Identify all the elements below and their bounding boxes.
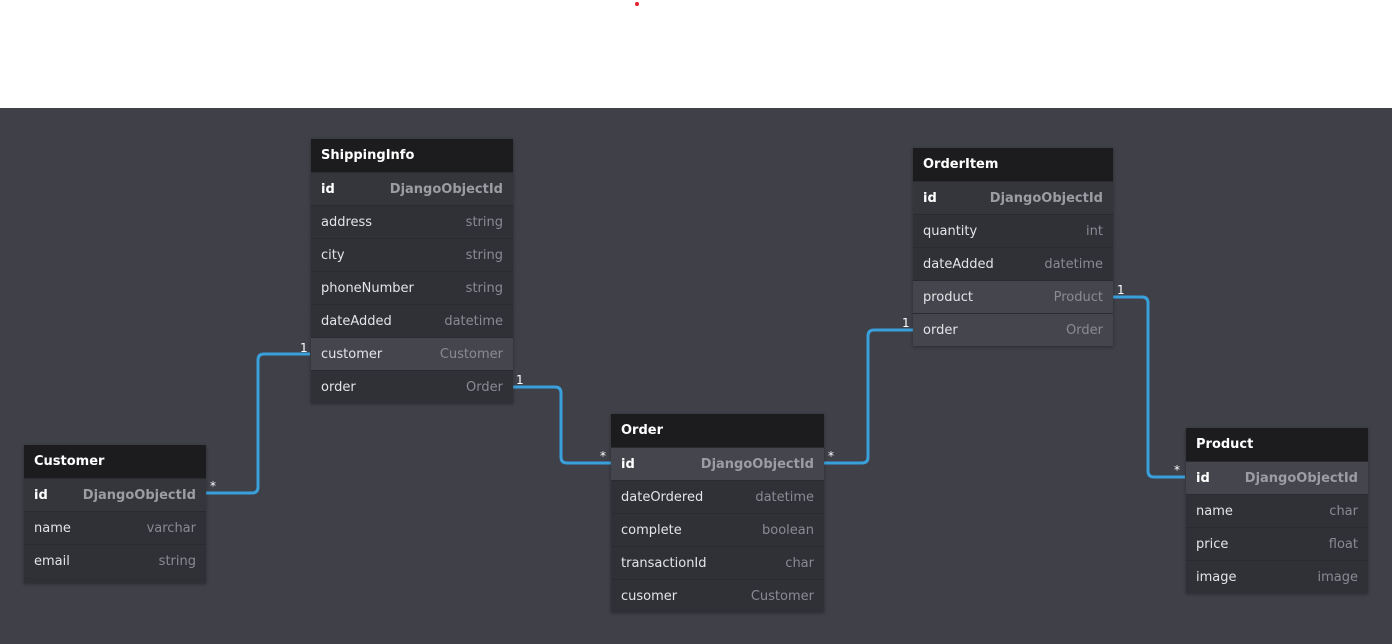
- field-type: boolean: [762, 523, 814, 538]
- field-type: DjangoObjectId: [82, 488, 196, 503]
- field-type: char: [785, 556, 814, 571]
- field-name: dateAdded: [923, 257, 994, 272]
- table-shippinginfo[interactable]: ShippingInfo id DjangoObjectId address str…: [311, 139, 513, 403]
- field-name: id: [923, 191, 937, 206]
- field-name: id: [621, 457, 635, 472]
- field-row-price[interactable]: price float: [1186, 527, 1368, 560]
- field-row-dateadded[interactable]: dateAdded datetime: [913, 247, 1113, 280]
- field-name: phoneNumber: [321, 281, 414, 296]
- field-name: dateAdded: [321, 314, 392, 329]
- field-name: name: [34, 521, 71, 536]
- field-name: id: [321, 182, 335, 197]
- field-row-id[interactable]: id DjangoObjectId: [611, 447, 824, 480]
- relation-orderitem-product: [1113, 295, 1185, 479]
- field-type: image: [1317, 570, 1359, 585]
- field-type: int: [1086, 224, 1103, 239]
- field-type: DjangoObjectId: [1244, 471, 1358, 486]
- field-type: string: [465, 248, 503, 263]
- field-type: DjangoObjectId: [989, 191, 1103, 206]
- field-name: price: [1196, 537, 1229, 552]
- field-row-order[interactable]: order Order: [311, 370, 513, 403]
- field-row-name[interactable]: name char: [1186, 494, 1368, 527]
- field-type: string: [465, 215, 503, 230]
- field-type: DjangoObjectId: [389, 182, 503, 197]
- field-name: cusomer: [621, 589, 678, 604]
- field-type: datetime: [1044, 257, 1103, 272]
- field-name: id: [1196, 471, 1210, 486]
- table-title[interactable]: OrderItem: [913, 148, 1113, 181]
- field-name: customer: [321, 347, 383, 362]
- field-name: name: [1196, 504, 1233, 519]
- field-row-product[interactable]: product Product: [913, 280, 1113, 313]
- field-row-transactionid[interactable]: transactionId char: [611, 546, 824, 579]
- field-name: id: [34, 488, 48, 503]
- cardinality-label: *: [1174, 463, 1180, 477]
- cardinality-label: *: [600, 449, 606, 463]
- field-row-id[interactable]: id DjangoObjectId: [24, 478, 206, 511]
- field-row-id[interactable]: id DjangoObjectId: [311, 172, 513, 205]
- relation-shippinginfo-order: [513, 385, 611, 465]
- field-row-id[interactable]: id DjangoObjectId: [913, 181, 1113, 214]
- field-type: varchar: [146, 521, 196, 536]
- cardinality-label: 1: [902, 316, 910, 330]
- field-name: email: [34, 554, 70, 569]
- table-footer: [24, 577, 206, 583]
- field-type: string: [465, 281, 503, 296]
- field-row-quantity[interactable]: quantity int: [913, 214, 1113, 247]
- relation-order-orderitem: [824, 328, 913, 465]
- field-type: char: [1329, 504, 1358, 519]
- field-row-dateadded[interactable]: dateAdded datetime: [311, 304, 513, 337]
- field-type: Product: [1053, 290, 1103, 305]
- field-row-order[interactable]: order Order: [913, 313, 1113, 346]
- field-type: datetime: [755, 490, 814, 505]
- table-title[interactable]: Order: [611, 414, 824, 447]
- field-type: Customer: [439, 347, 503, 362]
- field-row-image[interactable]: image image: [1186, 560, 1368, 593]
- field-type: datetime: [444, 314, 503, 329]
- field-name: image: [1196, 570, 1237, 585]
- field-name: product: [923, 290, 974, 305]
- cardinality-label: 1: [516, 373, 524, 387]
- field-name: address: [321, 215, 373, 230]
- field-name: transactionId: [621, 556, 707, 571]
- cardinality-label: *: [210, 479, 216, 493]
- field-row-cusomer[interactable]: cusomer Customer: [611, 579, 824, 612]
- field-row-dateordered[interactable]: dateOrdered datetime: [611, 480, 824, 513]
- cardinality-label: 1: [300, 341, 308, 355]
- field-name: order: [923, 323, 958, 338]
- field-row-phonenumber[interactable]: phoneNumber string: [311, 271, 513, 304]
- field-row-customer[interactable]: customer Customer: [311, 337, 513, 370]
- field-name: dateOrdered: [621, 490, 704, 505]
- table-title[interactable]: Customer: [24, 445, 206, 478]
- table-product[interactable]: Product id DjangoObjectId name char price f…: [1186, 428, 1368, 593]
- field-type: float: [1328, 537, 1358, 552]
- field-type: string: [158, 554, 196, 569]
- table-order[interactable]: Order id DjangoObjectId dateOrdered dateti…: [611, 414, 824, 612]
- table-customer[interactable]: Customer id DjangoObjectId name varchar em…: [24, 445, 206, 583]
- field-name: order: [321, 380, 356, 395]
- field-name: city: [321, 248, 345, 263]
- table-orderitem[interactable]: OrderItem id DjangoObjectId quantity int d…: [913, 148, 1113, 346]
- marker-dot: [635, 2, 639, 6]
- relation-customer-shippinginfo: [206, 352, 310, 495]
- field-row-id[interactable]: id DjangoObjectId: [1186, 461, 1368, 494]
- field-row-city[interactable]: city string: [311, 238, 513, 271]
- field-row-name[interactable]: name varchar: [24, 511, 206, 544]
- field-row-complete[interactable]: complete boolean: [611, 513, 824, 546]
- field-name: quantity: [923, 224, 978, 239]
- field-row-email[interactable]: email string: [24, 544, 206, 577]
- cardinality-label: *: [828, 449, 834, 463]
- table-title[interactable]: Product: [1186, 428, 1368, 461]
- field-type: Customer: [750, 589, 814, 604]
- field-row-address[interactable]: address string: [311, 205, 513, 238]
- field-type: Order: [466, 380, 503, 395]
- field-name: complete: [621, 523, 682, 538]
- field-type: Order: [1066, 323, 1103, 338]
- field-type: DjangoObjectId: [700, 457, 814, 472]
- relation-lines: * 1 1 * * 1 1 *: [206, 283, 1185, 495]
- table-title[interactable]: ShippingInfo: [311, 139, 513, 172]
- cardinality-label: 1: [1117, 283, 1125, 297]
